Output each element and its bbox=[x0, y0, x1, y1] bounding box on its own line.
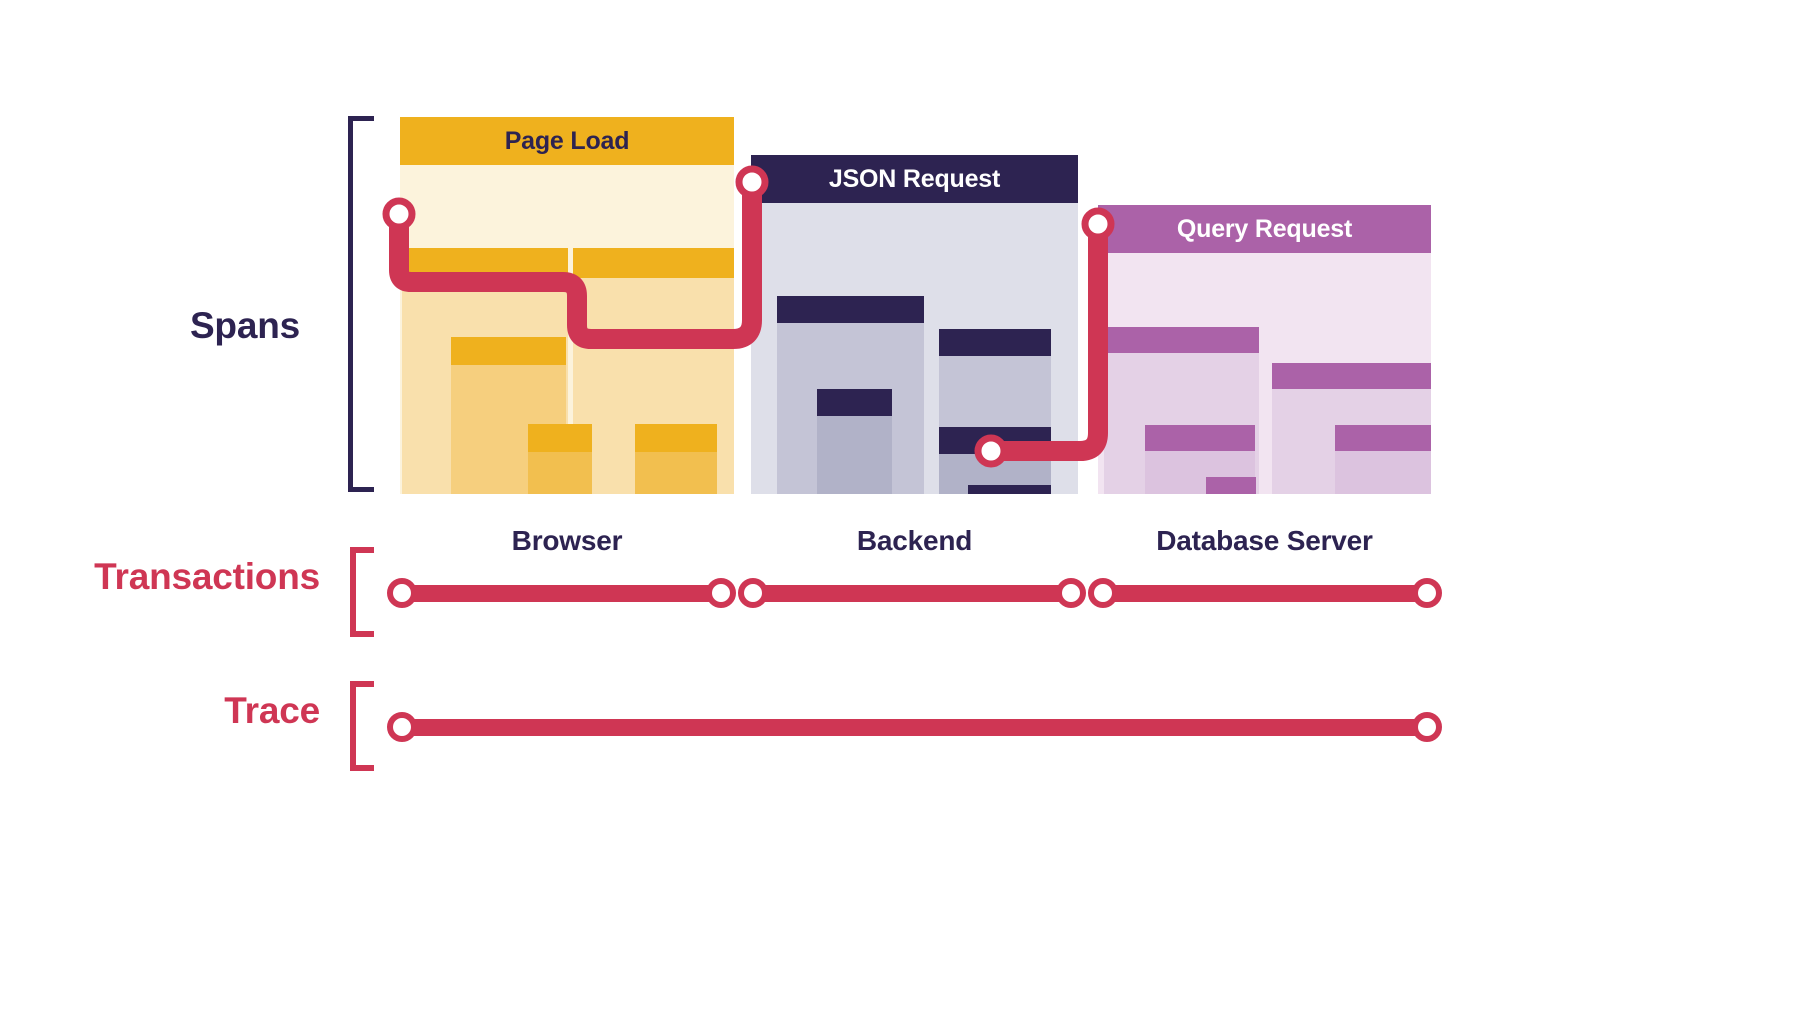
trace-line-trace-full[interactable] bbox=[402, 719, 1427, 736]
span-cap bbox=[528, 424, 592, 452]
transaction-line-transaction-backend[interactable] bbox=[753, 585, 1071, 602]
trace-endpoint-end-trace-full[interactable] bbox=[1412, 712, 1442, 742]
span-cap bbox=[1335, 425, 1431, 451]
service-caption-database: Database Server bbox=[1156, 525, 1373, 556]
span-cap bbox=[817, 389, 892, 416]
span-cap bbox=[1206, 477, 1256, 494]
span-cap bbox=[451, 337, 566, 365]
span-bar-browser-leaf-span-a[interactable] bbox=[528, 424, 592, 494]
span-cap bbox=[1104, 327, 1259, 353]
span-bar-backend-grandchild-span-b[interactable] bbox=[939, 427, 1051, 494]
span-cap bbox=[939, 329, 1051, 356]
span-cap bbox=[939, 427, 1051, 454]
transaction-endpoint-start-transaction-browser[interactable] bbox=[387, 578, 417, 608]
service-body-backend bbox=[751, 203, 1078, 494]
bracket-transactions bbox=[350, 547, 374, 637]
transaction-line-transaction-database[interactable] bbox=[1103, 585, 1427, 602]
span-cap bbox=[777, 296, 924, 323]
span-fill bbox=[528, 452, 592, 494]
service-caption-backend: Backend bbox=[856, 525, 973, 556]
span-fill bbox=[635, 452, 717, 494]
transaction-endpoint-end-transaction-browser[interactable] bbox=[706, 578, 736, 608]
span-cap bbox=[635, 424, 717, 452]
trace-endpoint-start-trace-full[interactable] bbox=[387, 712, 417, 742]
row-label-transactions: Transactions bbox=[94, 556, 320, 597]
span-cap bbox=[402, 248, 568, 278]
transaction-line-transaction-browser[interactable] bbox=[402, 585, 721, 602]
span-cap bbox=[1272, 363, 1431, 389]
service-body-browser bbox=[400, 165, 734, 494]
row-label-spans: Spans bbox=[189, 305, 300, 346]
service-header-browser: Page Load bbox=[400, 117, 734, 165]
service-body-database bbox=[1098, 253, 1431, 494]
transaction-endpoint-end-transaction-backend[interactable] bbox=[1056, 578, 1086, 608]
service-panel-backend[interactable]: JSON Request bbox=[751, 155, 1078, 494]
row-label-trace: Trace bbox=[224, 690, 320, 731]
service-header-database: Query Request bbox=[1098, 205, 1431, 253]
bracket-spans bbox=[348, 116, 374, 492]
transaction-endpoint-end-transaction-database[interactable] bbox=[1412, 578, 1442, 608]
service-header-backend: JSON Request bbox=[751, 155, 1078, 203]
span-bar-database-grandchild-span-b[interactable] bbox=[1335, 425, 1431, 494]
span-bar-database-leaf-span-a[interactable] bbox=[1206, 477, 1256, 494]
span-fill bbox=[1335, 451, 1431, 494]
transaction-endpoint-start-transaction-backend[interactable] bbox=[738, 578, 768, 608]
service-panel-database[interactable]: Query Request bbox=[1098, 205, 1431, 494]
service-panel-browser[interactable]: Page Load bbox=[400, 117, 734, 494]
transaction-endpoint-start-transaction-database[interactable] bbox=[1088, 578, 1118, 608]
span-bar-backend-grandchild-span-a[interactable] bbox=[817, 389, 892, 494]
span-cap bbox=[968, 485, 1051, 494]
span-cap bbox=[573, 248, 734, 278]
span-bar-backend-leaf-span-b[interactable] bbox=[968, 485, 1051, 494]
bracket-trace bbox=[350, 681, 374, 771]
span-bar-browser-leaf-span-b[interactable] bbox=[635, 424, 717, 494]
span-cap bbox=[1145, 425, 1255, 451]
span-fill bbox=[817, 416, 892, 494]
service-caption-browser: Browser bbox=[511, 525, 623, 556]
